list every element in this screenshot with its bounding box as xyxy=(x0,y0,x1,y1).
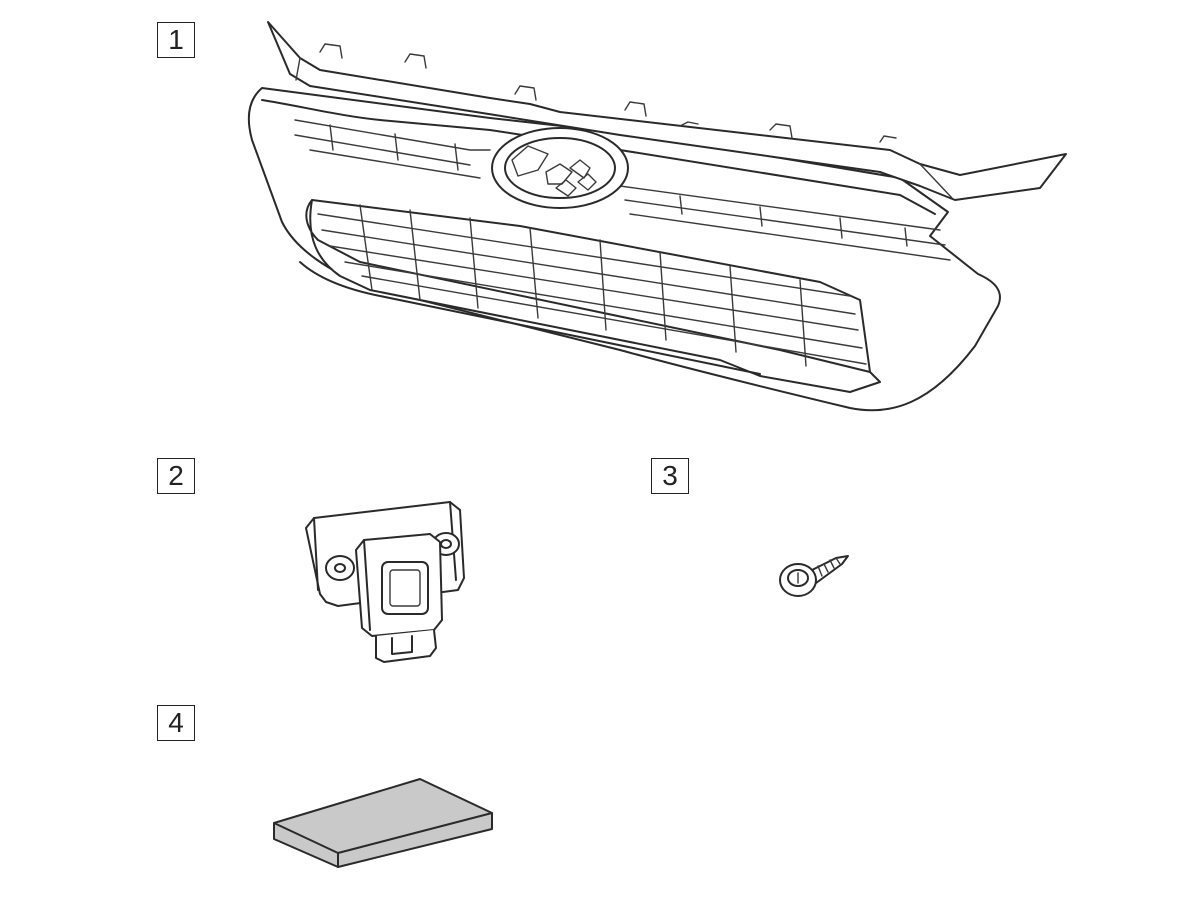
callout-4: 4 xyxy=(157,705,195,741)
front-grille-icon xyxy=(0,0,1200,430)
callout-2: 2 xyxy=(157,458,195,494)
adhesive-pad-icon xyxy=(270,775,500,870)
front-camera-icon xyxy=(300,498,470,668)
callout-3: 3 xyxy=(651,458,689,494)
callout-1: 1 xyxy=(157,22,195,58)
screw-icon xyxy=(776,548,856,608)
